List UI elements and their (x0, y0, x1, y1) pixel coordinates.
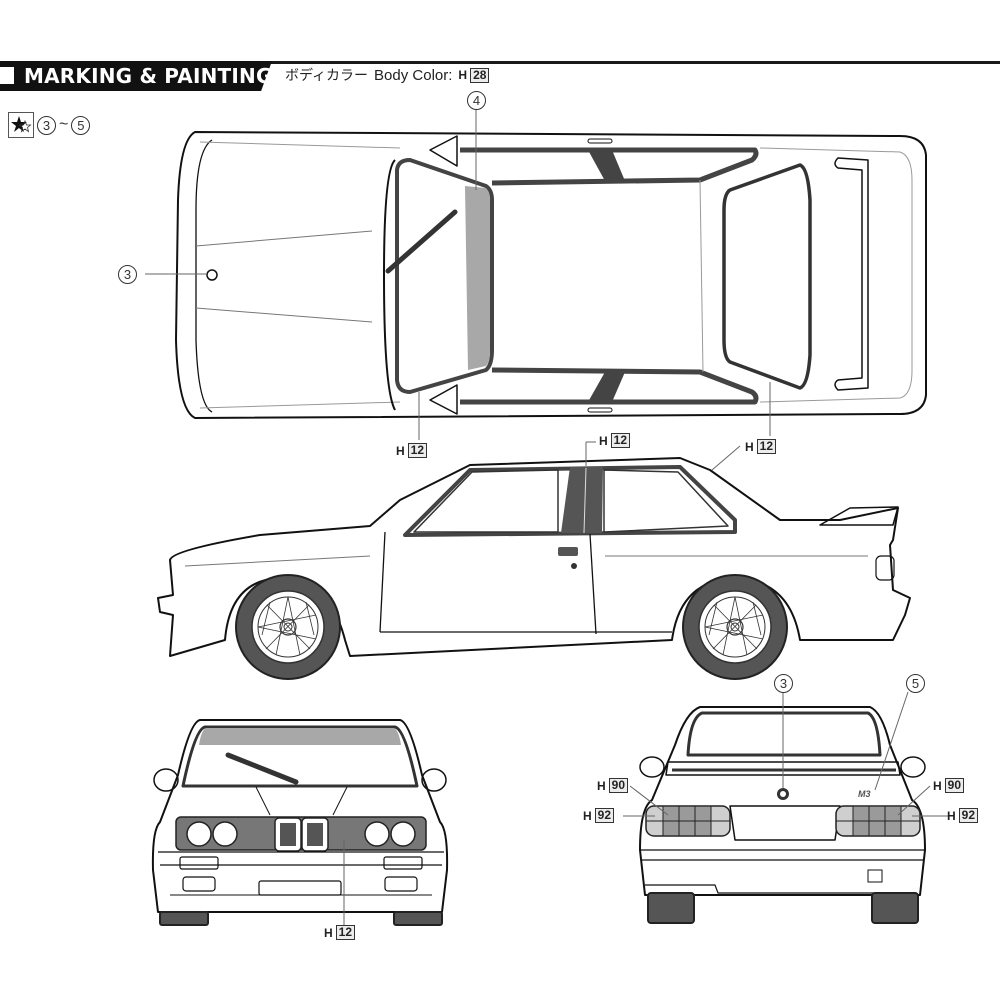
paint-prefix: H (947, 808, 956, 823)
rear-body-outline (639, 706, 926, 896)
decal-number: 5 (71, 115, 91, 135)
paint-prefix: H (597, 778, 606, 793)
rear-view (623, 691, 952, 924)
m3-badge: M3 (858, 789, 871, 799)
decal-callout-4-top: 4 (467, 91, 486, 110)
rear-wheel (682, 574, 788, 680)
paint-code: 12 (407, 443, 428, 458)
paint-code: 90 (944, 778, 965, 793)
paint-code: 28 (470, 67, 490, 83)
paint-prefix: H (745, 439, 754, 454)
paint-code: 12 (610, 433, 631, 448)
paint-prefix: H (458, 68, 468, 82)
paint-prefix: H (599, 433, 608, 448)
paint-code: 12 (756, 439, 777, 454)
left-taillight (645, 805, 731, 837)
header-rule (0, 61, 1000, 64)
decal-number: 3 (37, 115, 56, 135)
page-title: MARKING & PAINTING (24, 64, 273, 88)
header-square-icon (0, 67, 14, 84)
side-view (157, 441, 911, 680)
right-taillight (835, 805, 921, 837)
decal-callout-3-rear: 3 (774, 674, 793, 693)
top-view (145, 108, 927, 440)
front-body-outline (151, 719, 449, 913)
decal-callout-5-rear: 5 (906, 674, 925, 693)
front-sunstrip (199, 728, 401, 745)
range-separator: ~ (59, 116, 69, 133)
hood-emblem (206, 269, 218, 281)
front-wheel (235, 574, 341, 680)
paint-code: 92 (594, 808, 615, 823)
header-banner (0, 61, 272, 91)
sunstrip-decal (465, 186, 490, 370)
decal-range-legend: 3 ~ 5 (8, 112, 91, 138)
top-body-outline (175, 131, 927, 419)
paint-code: 90 (608, 778, 629, 793)
body-color-spec: ボディカラー Body Color: H 28 (285, 65, 490, 85)
paint-prefix: H (933, 778, 942, 793)
paint-prefix: H (583, 808, 592, 823)
paint-code: 92 (958, 808, 979, 823)
paint-prefix: H (324, 925, 333, 940)
star-icon (8, 112, 34, 138)
front-view (151, 719, 449, 926)
body-color-jp: ボディカラー (285, 68, 369, 84)
paint-code: 12 (335, 925, 356, 940)
body-color-label: Body Color: (374, 66, 453, 84)
decal-callout-3-top: 3 (118, 265, 137, 284)
body-color-code: H 28 (458, 67, 490, 83)
paint-prefix: H (396, 443, 405, 458)
